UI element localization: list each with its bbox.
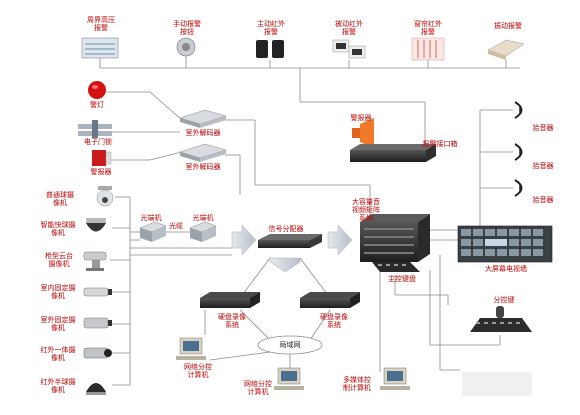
speaker-1-device xyxy=(514,101,523,119)
label-alarm-light: 警灯 xyxy=(90,101,104,109)
decoder-1-device xyxy=(179,109,227,128)
flow-arrow-right xyxy=(327,224,353,256)
label-video-wall: 大屏幕电视墙 xyxy=(485,265,527,273)
pc-3-device xyxy=(380,367,410,390)
flow-arrow-down xyxy=(269,257,301,273)
label-passive-ir-alarm: 被动红外 报警 xyxy=(335,20,363,36)
active-ir-alarm-device xyxy=(256,40,284,58)
optical-transmitter-device xyxy=(139,221,167,242)
passive-ir-alarm-device xyxy=(332,39,366,59)
label-decoder-1: 室外解码器 xyxy=(185,129,221,137)
signal-splitter-device xyxy=(258,234,322,248)
label-sub-keyboard: 分控键 xyxy=(493,296,515,304)
optical-receiver-device xyxy=(189,221,217,242)
dvr-1-device xyxy=(200,292,260,308)
ir-hemisphere-camera-device xyxy=(86,383,106,395)
label-optical-receiver: 光端机 xyxy=(192,214,214,222)
flow-arrow-left xyxy=(231,224,257,256)
label-pc-1: 网络分控 计算机 xyxy=(184,363,212,379)
label-indoor-fixed-camera: 室内固定摄 像机 xyxy=(40,284,76,300)
siren-device xyxy=(352,118,374,148)
label-active-ir-alarm: 主动红外 报警 xyxy=(257,20,285,36)
label-speaker-3: 拾音器 xyxy=(532,196,554,204)
indoor-fixed-camera-device xyxy=(83,287,112,297)
label-decoder-2: 室外解码器 xyxy=(185,163,221,171)
label-speaker-2: 拾音器 xyxy=(532,162,554,170)
perimeter-alarm-device xyxy=(81,37,119,59)
alarm-bell-device xyxy=(92,150,112,166)
label-smart-dome-camera: 智能快球摄 像机 xyxy=(40,221,76,237)
dvr-2-device xyxy=(300,292,360,308)
alarm-interface-box-device xyxy=(350,144,436,162)
label-ptz-camera: 枪型云台 摄像机 xyxy=(45,252,73,268)
connection-lines xyxy=(99,56,520,386)
label-vibration-alarm: 振动报警 xyxy=(494,22,522,30)
lan-cloud xyxy=(257,335,323,355)
label-ir-integrated-camera: 红外一体摄 像机 xyxy=(40,346,76,362)
label-dome-camera: 普通球摄 像机 xyxy=(46,191,74,207)
ptz-camera-device xyxy=(83,251,107,271)
label-signal-splitter: 信号分配器 xyxy=(268,225,304,233)
manual-alarm-button-device xyxy=(176,37,196,57)
dome-camera-device xyxy=(96,186,114,207)
pc-2-device xyxy=(274,367,304,390)
sub-keyboard-device xyxy=(470,306,532,332)
label-alarm-bell: 警报器 xyxy=(90,168,112,176)
label-alarm-interface-box: 报警接口箱 xyxy=(422,140,458,148)
label-siren: 警报器 xyxy=(350,114,372,122)
label-speaker-1: 拾音器 xyxy=(532,124,554,132)
label-lan: 局域网 xyxy=(279,341,301,349)
label-outdoor-fixed-camera: 室外固定摄 像机 xyxy=(40,316,76,332)
label-dvr-2: 硬盘录像 系统 xyxy=(320,313,348,329)
label-av-matrix: 大容量音 视频矩阵 系统 xyxy=(352,198,380,222)
smart-dome-camera-device xyxy=(86,218,106,232)
label-perimeter-alarm: 周界高压 报警 xyxy=(87,16,115,32)
label-ir-hemisphere-camera: 红外半球摄 像机 xyxy=(40,378,76,394)
av-matrix-device xyxy=(360,214,430,262)
vibration-alarm-device xyxy=(487,39,525,60)
speaker-3-device xyxy=(514,179,523,197)
main-keyboard-device xyxy=(372,262,420,272)
label-manual-alarm-button: 手动报警 按钮 xyxy=(173,20,201,36)
electronic-door-lock-device xyxy=(78,120,112,138)
label-dvr-1: 硬盘录像 系统 xyxy=(218,313,246,329)
label-main-keyboard: 主控键盘 xyxy=(388,275,416,283)
speaker-2-device xyxy=(514,143,523,161)
label-optical-transmitter: 光端机 xyxy=(140,214,162,222)
decoder-2-device xyxy=(179,143,227,162)
curtain-ir-alarm-device xyxy=(411,37,445,61)
video-wall-device xyxy=(457,225,553,263)
label-curtain-ir-alarm: 窗帘红外 报警 xyxy=(414,20,442,36)
ir-integrated-camera-device xyxy=(83,347,112,359)
label-door-lock: 电子门锁 xyxy=(84,138,112,146)
outdoor-fixed-camera-device xyxy=(83,317,112,329)
pc-1-device xyxy=(176,337,206,360)
label-fiber: 光缆 xyxy=(169,222,183,230)
alarm-light-device xyxy=(88,81,106,99)
label-pc-2: 网络分控 计算机 xyxy=(244,380,272,396)
blurred-watermark xyxy=(462,372,532,396)
label-pc-3: 多媒体控 制计算机 xyxy=(343,376,371,392)
